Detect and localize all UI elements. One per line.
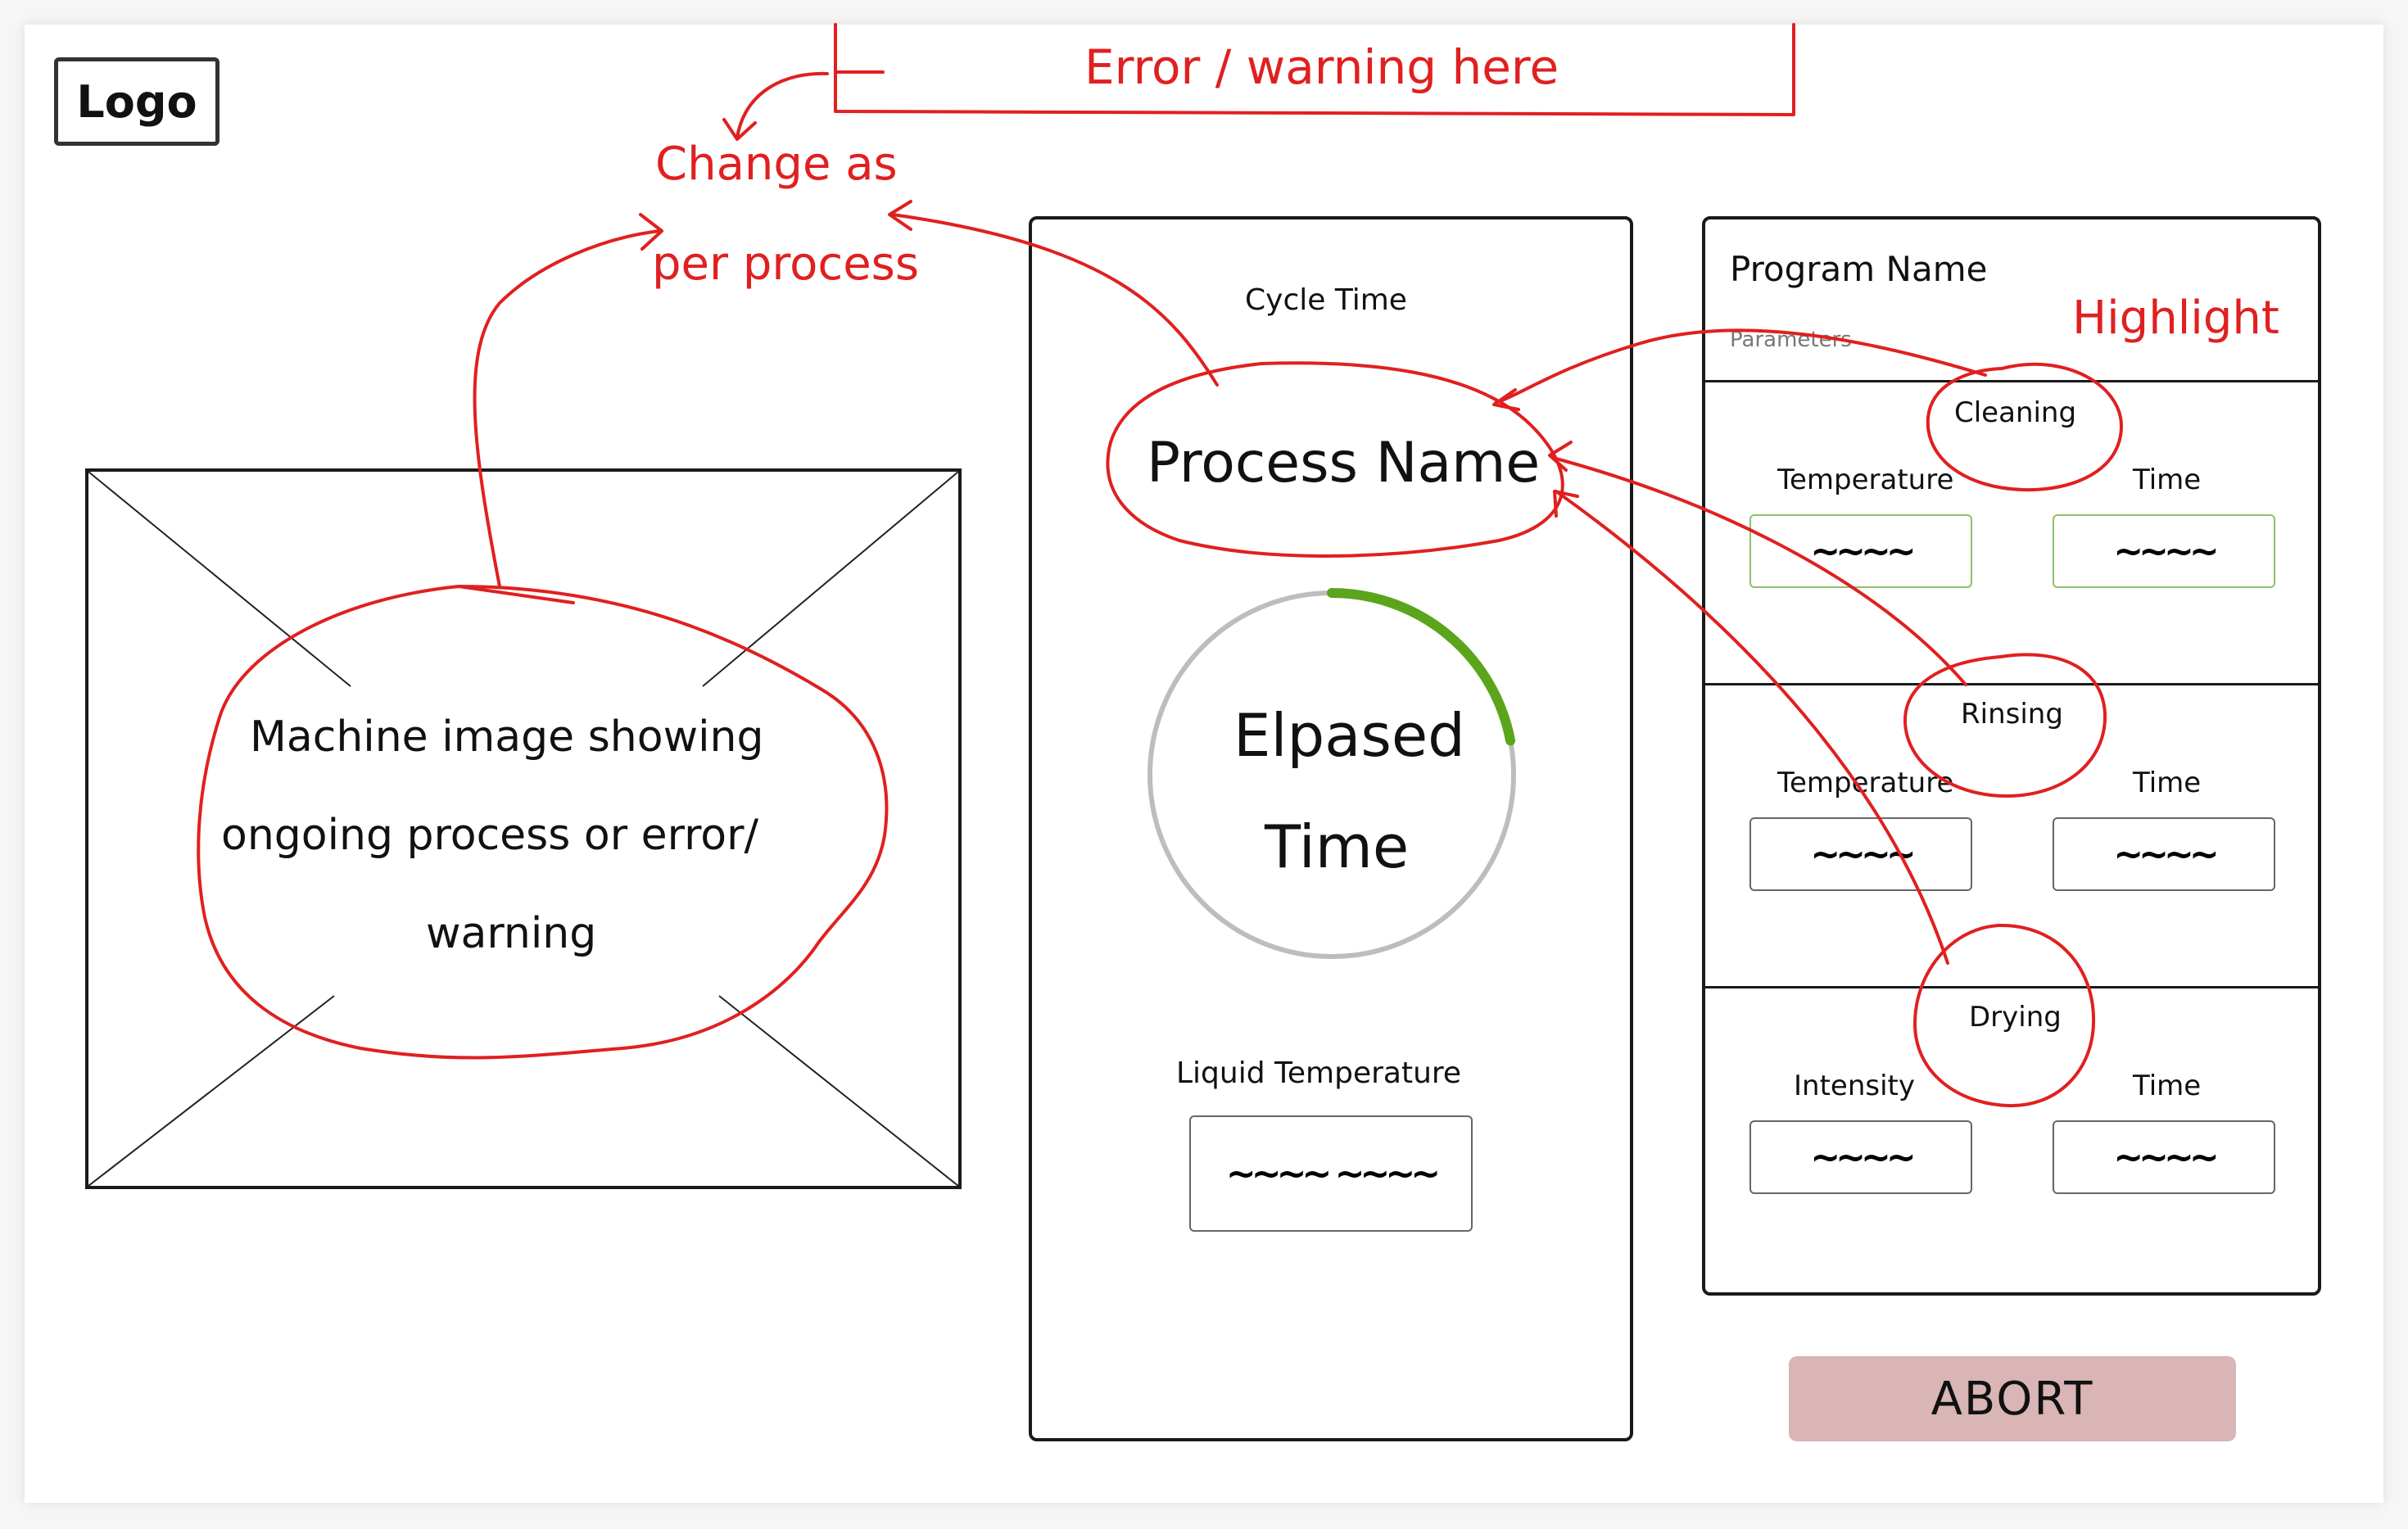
program-name: Program Name bbox=[1730, 249, 1988, 289]
error-warning-annotation: Error / warning here bbox=[1084, 39, 1559, 95]
step-drying-intensity-value: ~~~~ bbox=[1810, 1136, 1916, 1178]
process-name: Process Name bbox=[1147, 431, 1541, 495]
step-cleaning-param2-label: Time bbox=[2133, 464, 2202, 496]
abort-button[interactable]: ABORT bbox=[1789, 1356, 2236, 1441]
step-drying-time-field: ~~~~ bbox=[2053, 1120, 2275, 1194]
step-rinsing-name: Rinsing bbox=[1961, 698, 2063, 731]
program-panel bbox=[1702, 216, 2321, 1296]
process-to-change-arrowhead bbox=[888, 200, 912, 231]
step-cleaning-param1-label: Temperature bbox=[1777, 464, 1954, 496]
step-cleaning-temperature-value: ~~~~ bbox=[1810, 530, 1916, 572]
program-divider-3 bbox=[1702, 986, 2321, 988]
elapsed-time-line1: Elpased bbox=[1233, 701, 1465, 770]
process-name-blob bbox=[1106, 361, 1564, 558]
step-drying-param2-label: Time bbox=[2133, 1070, 2202, 1102]
program-divider-1 bbox=[1702, 380, 2321, 382]
step-rinsing-time-field: ~~~~ bbox=[2053, 817, 2275, 891]
cleaning-highlight-circle bbox=[1926, 362, 2123, 492]
machine-image-note-line1: Machine image showing bbox=[250, 712, 764, 762]
machine-image-note-line2: ongoing process or error/ bbox=[221, 811, 759, 860]
drying-highlight-circle bbox=[1913, 923, 2096, 1108]
step-rinsing-time-value: ~~~~ bbox=[2113, 833, 2219, 875]
error-banner-bracket bbox=[834, 23, 1795, 116]
step-drying-param1-label: Intensity bbox=[1794, 1070, 1915, 1102]
program-divider-2 bbox=[1702, 683, 2321, 685]
image-to-change-arrowhead bbox=[639, 213, 663, 251]
step-drying-intensity-field: ~~~~ bbox=[1749, 1120, 1972, 1194]
cleaning-to-process-arrowhead bbox=[1492, 388, 1520, 411]
liquid-temperature-label: Liquid Temperature bbox=[1176, 1056, 1462, 1090]
step-cleaning-name: Cleaning bbox=[1954, 396, 2077, 429]
rinsing-highlight-circle bbox=[1903, 653, 2107, 798]
liquid-temperature-field: ~~~~ ~~~~ bbox=[1189, 1115, 1473, 1232]
change-per-process-annotation-line2: per process bbox=[652, 237, 920, 291]
step-rinsing-param2-label: Time bbox=[2133, 767, 2202, 799]
elapsed-time-line2: Time bbox=[1265, 812, 1410, 881]
process-to-change-arrow bbox=[891, 213, 1219, 387]
process-panel bbox=[1029, 216, 1633, 1441]
step-drying-name: Drying bbox=[1969, 1001, 2062, 1034]
banner-to-change-arrowhead bbox=[722, 118, 757, 141]
change-per-process-annotation-line1: Change as bbox=[655, 138, 898, 191]
machine-image-note-line3: warning bbox=[426, 909, 597, 958]
step-drying-time-value: ~~~~ bbox=[2113, 1136, 2219, 1178]
banner-to-change-arrow bbox=[736, 71, 829, 139]
machine-image-blob bbox=[197, 585, 889, 1060]
step-rinsing-temperature-field: ~~~~ bbox=[1749, 817, 1972, 891]
step-cleaning-time-field: ~~~~ bbox=[2053, 514, 2275, 588]
step-cleaning-temperature-field: ~~~~ bbox=[1749, 514, 1972, 588]
cleaning-to-process-arrow bbox=[1494, 328, 1987, 405]
drying-to-process-arrow bbox=[1555, 490, 1949, 965]
cycle-time-label: Cycle Time bbox=[1245, 283, 1407, 317]
progress-ring-fill bbox=[1327, 588, 1516, 746]
rinsing-to-process-arrow bbox=[1555, 457, 1967, 686]
logo: Logo bbox=[54, 57, 220, 146]
drying-to-process-arrowhead bbox=[1553, 490, 1579, 518]
image-blob-tick bbox=[457, 585, 575, 604]
step-rinsing-param1-label: Temperature bbox=[1777, 767, 1954, 799]
image-to-change-arrow bbox=[473, 229, 661, 588]
rinsing-to-process-arrowhead bbox=[1548, 441, 1573, 472]
liquid-temperature-value: ~~~~ ~~~~ bbox=[1225, 1152, 1441, 1195]
highlight-annotation: Highlight bbox=[2072, 292, 2279, 345]
step-cleaning-time-value: ~~~~ bbox=[2113, 530, 2219, 572]
